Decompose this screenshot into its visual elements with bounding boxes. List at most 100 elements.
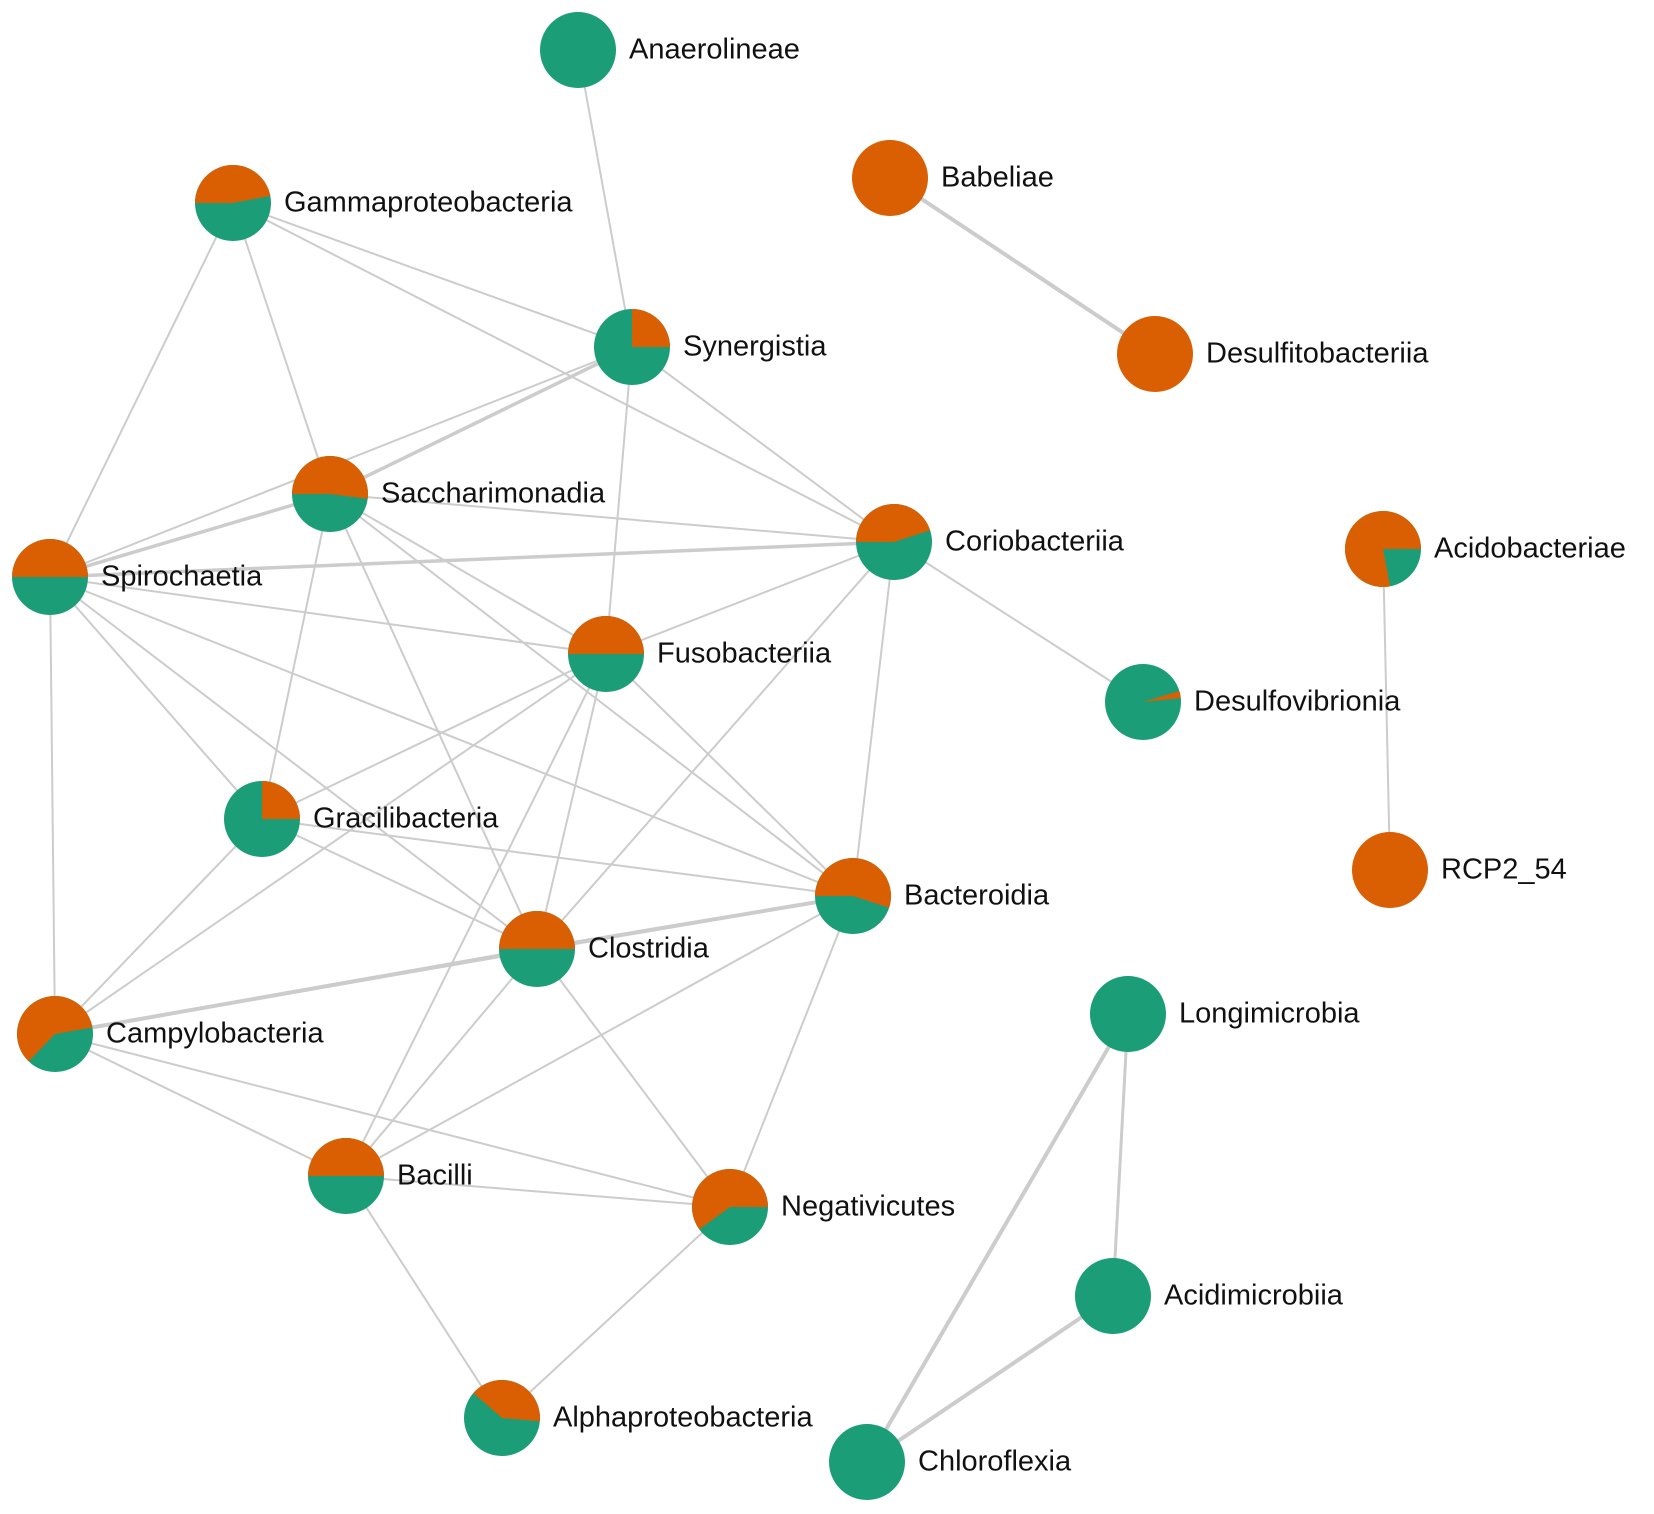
node-label-synergistia: Synergistia [683, 331, 827, 363]
edge-anaerolineae-synergistia [577, 49, 633, 348]
node-spirochaetia[interactable]: Spirochaetia [12, 539, 263, 615]
node-label-acidobacteriae: Acidobacteriae [1434, 533, 1626, 565]
node-pie-orange-desulfovibrionia [1143, 691, 1181, 702]
node-label-coriobacteriia: Coriobacteriia [945, 526, 1125, 558]
node-label-alphaproteobacteria: Alphaproteobacteria [553, 1402, 813, 1434]
node-pie-babeliae [852, 140, 928, 216]
node-pie-acidimicrobiia [1075, 1258, 1151, 1334]
node-longimicrobia[interactable]: Longimicrobia [1090, 976, 1360, 1052]
edge-spirochaetia-bacteroidia [49, 576, 854, 897]
node-label-campylobacteria: Campylobacteria [106, 1018, 324, 1050]
node-label-spirochaetia: Spirochaetia [101, 561, 263, 593]
node-bacteroidia[interactable]: Bacteroidia [815, 857, 1050, 934]
edge-acidobacteriae-rcp2_54 [1382, 548, 1391, 871]
node-pie-orange-acidobacteriae [1345, 510, 1421, 587]
node-pie-orange-bacilli [308, 1138, 384, 1176]
edge-longimicrobia-chloroflexia [865, 1012, 1130, 1464]
node-pie-orange-gracilibacteria [262, 781, 300, 819]
node-pie-orange-campylobacteria [16, 995, 93, 1062]
node-label-negativicutes: Negativicutes [781, 1191, 955, 1223]
node-pie-chloroflexia [829, 1424, 905, 1500]
edge-negativicutes-alphaproteobacteria [501, 1206, 731, 1419]
edge-synergistia-fusobacteriia [605, 346, 633, 655]
edge-gammaproteobacteria-coriobacteriia [232, 202, 895, 543]
node-gammaproteobacteria[interactable]: Gammaproteobacteria [195, 165, 573, 241]
node-anaerolineae[interactable]: Anaerolineae [540, 12, 800, 88]
edge-gracilibacteria-bacteroidia [261, 818, 854, 897]
node-desulfovibrionia[interactable]: Desulfovibrionia [1105, 664, 1401, 740]
node-label-bacteroidia: Bacteroidia [904, 880, 1050, 912]
edge-bacilli-negativicutes [345, 1175, 731, 1208]
node-campylobacteria[interactable]: Campylobacteria [16, 995, 324, 1072]
node-label-chloroflexia: Chloroflexia [918, 1446, 1072, 1478]
edge-coriobacteriia-clostridia [536, 541, 895, 950]
edges-layer [48, 49, 1391, 1464]
node-label-desulfovibrionia: Desulfovibrionia [1194, 686, 1401, 718]
node-pie-rcp2-54 [1352, 832, 1428, 908]
node-pie-orange-negativicutes [692, 1169, 768, 1230]
edge-spirochaetia-gracilibacteria [49, 576, 263, 820]
edge-fusobacteriia-bacilli [345, 653, 607, 1177]
edge-gammaproteobacteria-synergistia [232, 202, 633, 348]
node-desulfitobacteriia[interactable]: Desulfitobacteriia [1117, 316, 1429, 392]
node-label-bacilli: Bacilli [397, 1160, 473, 1192]
node-label-saccharimonadia: Saccharimonadia [381, 478, 606, 510]
node-label-anaerolineae: Anaerolineae [629, 34, 800, 66]
edge-gracilibacteria-clostridia [261, 818, 538, 950]
node-babeliae[interactable]: Babeliae [852, 140, 1054, 216]
edge-clostridia-negativicutes [536, 948, 731, 1208]
node-clostridia[interactable]: Clostridia [499, 911, 710, 987]
edge-campylobacteria-bacilli [54, 1033, 347, 1177]
edge-gammaproteobacteria-saccharimonadia [232, 202, 331, 495]
node-synergistia[interactable]: Synergistia [594, 309, 827, 385]
node-acidobacteriae[interactable]: Acidobacteriae [1345, 510, 1626, 587]
node-pie-orange-bacteroidia [815, 857, 891, 908]
node-fusobacteriia[interactable]: Fusobacteriia [568, 616, 832, 692]
node-coriobacteriia[interactable]: Coriobacteriia [856, 503, 1125, 580]
node-acidimicrobiia[interactable]: Acidimicrobiia [1075, 1258, 1344, 1334]
edge-campylobacteria-negativicutes [54, 1033, 731, 1208]
node-pie-orange-synergistia [632, 309, 670, 347]
node-label-desulfitobacteriia: Desulfitobacteriia [1206, 338, 1429, 370]
edge-fusobacteriia-gracilibacteria [261, 653, 607, 820]
node-chloroflexia[interactable]: Chloroflexia [829, 1424, 1072, 1500]
edge-coriobacteriia-bacteroidia [852, 541, 895, 897]
edge-spirochaetia-campylobacteria [49, 576, 56, 1035]
edge-synergistia-coriobacteriia [631, 346, 895, 543]
node-pie-orange-fusobacteriia [568, 616, 644, 654]
node-pie-longimicrobia [1090, 976, 1166, 1052]
node-label-gammaproteobacteria: Gammaproteobacteria [284, 187, 573, 219]
edge-bacilli-alphaproteobacteria [345, 1175, 503, 1419]
node-gracilibacteria[interactable]: Gracilibacteria [224, 781, 499, 857]
node-pie-desulfitobacteriia [1117, 316, 1193, 392]
node-label-rcp2-54: RCP2_54 [1441, 854, 1567, 886]
node-label-clostridia: Clostridia [588, 933, 710, 965]
node-bacilli[interactable]: Bacilli [308, 1138, 473, 1214]
edge-saccharimonadia-clostridia [329, 493, 538, 950]
node-pie-orange-alphaproteobacteria [473, 1380, 541, 1422]
node-alphaproteobacteria[interactable]: Alphaproteobacteria [464, 1380, 813, 1456]
edge-saccharimonadia-gracilibacteria [261, 493, 331, 820]
node-saccharimonadia[interactable]: Saccharimonadia [292, 455, 606, 532]
node-negativicutes[interactable]: Negativicutes [692, 1169, 955, 1245]
node-pie-orange-coriobacteriia [856, 503, 931, 542]
node-pie-anaerolineae [540, 12, 616, 88]
edge-longimicrobia-acidimicrobiia [1111, 1012, 1130, 1298]
edge-saccharimonadia-fusobacteriia [329, 493, 607, 655]
edge-saccharimonadia-spirochaetia [48, 492, 332, 579]
edge-spirochaetia-coriobacteriia [48, 540, 896, 579]
node-pie-orange-spirochaetia [12, 539, 88, 577]
node-label-acidimicrobiia: Acidimicrobiia [1164, 1280, 1344, 1312]
edge-fusobacteriia-clostridia [536, 653, 607, 950]
node-label-gracilibacteria: Gracilibacteria [313, 803, 499, 835]
edge-acidimicrobiia-chloroflexia [865, 1294, 1115, 1464]
edge-spirochaetia-clostridia [49, 576, 538, 950]
edge-bacteroidia-negativicutes [729, 895, 854, 1208]
node-pie-orange-gammaproteobacteria [195, 165, 271, 203]
edge-fusobacteriia-bacteroidia [605, 653, 854, 897]
node-rcp2-54[interactable]: RCP2_54 [1352, 832, 1567, 908]
node-label-fusobacteriia: Fusobacteriia [657, 638, 832, 670]
node-pie-orange-clostridia [499, 911, 575, 949]
